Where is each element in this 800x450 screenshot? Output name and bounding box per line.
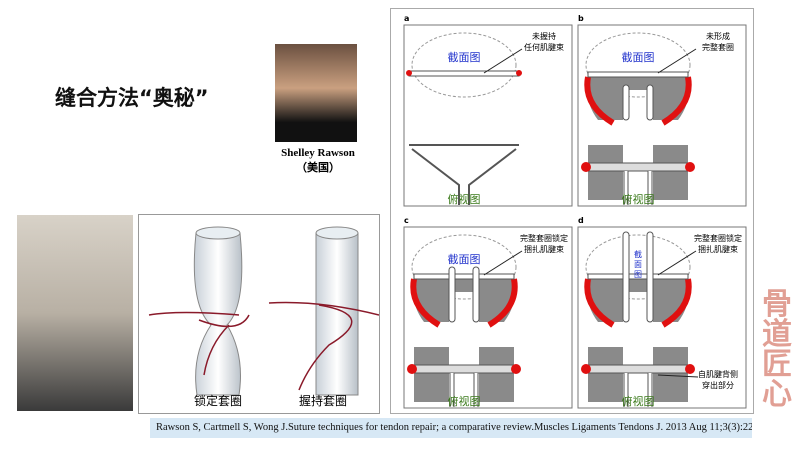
cross-section-label: 截面图: [622, 50, 655, 64]
grasping-loop-label: 握持套圈: [299, 393, 347, 408]
locking-loop-label: 锁定套圈: [194, 393, 242, 408]
panel-letter: b: [578, 14, 584, 23]
panel-letter: c: [404, 216, 409, 225]
top-view-label: 俯视图: [448, 394, 481, 408]
panel-letter: a: [404, 14, 409, 23]
rope-climb-photo: [17, 215, 133, 411]
annotation-2: 自肌腱背侧穿出部分: [698, 369, 738, 390]
grasping-loop-cylinder: [268, 226, 380, 396]
annotation: 完整套圈锁定捆扎肌腱束: [520, 233, 568, 254]
panel-letter: d: [578, 216, 584, 225]
citation: Rawson S, Cartmell S, Wong J.Suture tech…: [150, 418, 752, 438]
person-country: （美国）: [296, 162, 340, 174]
top-view-label: 俯视图: [448, 192, 481, 206]
person-caption: Shelley Rawson （美国）: [268, 146, 368, 176]
person-name: Shelley Rawson: [281, 147, 355, 159]
top-view-label: 俯视图: [622, 192, 655, 206]
cross-section-label: 截面图: [448, 252, 481, 266]
cross-section-label: 截面图: [448, 50, 481, 64]
cross-section-label: 截面图: [634, 249, 642, 279]
annotation: 未握持任何肌腱束: [524, 31, 564, 52]
watermark-logo: 骨道匠心: [762, 287, 792, 412]
top-view-label: 俯视图: [622, 394, 655, 408]
portrait-photo: [275, 44, 357, 142]
annotation: 未形成完整套圈: [702, 31, 734, 52]
cylinder-diagram: 锁定套圈 握持套圈: [138, 214, 380, 414]
annotation: 完整套圈锁定捆扎肌腱束: [694, 233, 742, 254]
locking-loop-cylinder: [148, 226, 250, 396]
slide-title: 缝合方法“奥秘”: [55, 86, 209, 110]
